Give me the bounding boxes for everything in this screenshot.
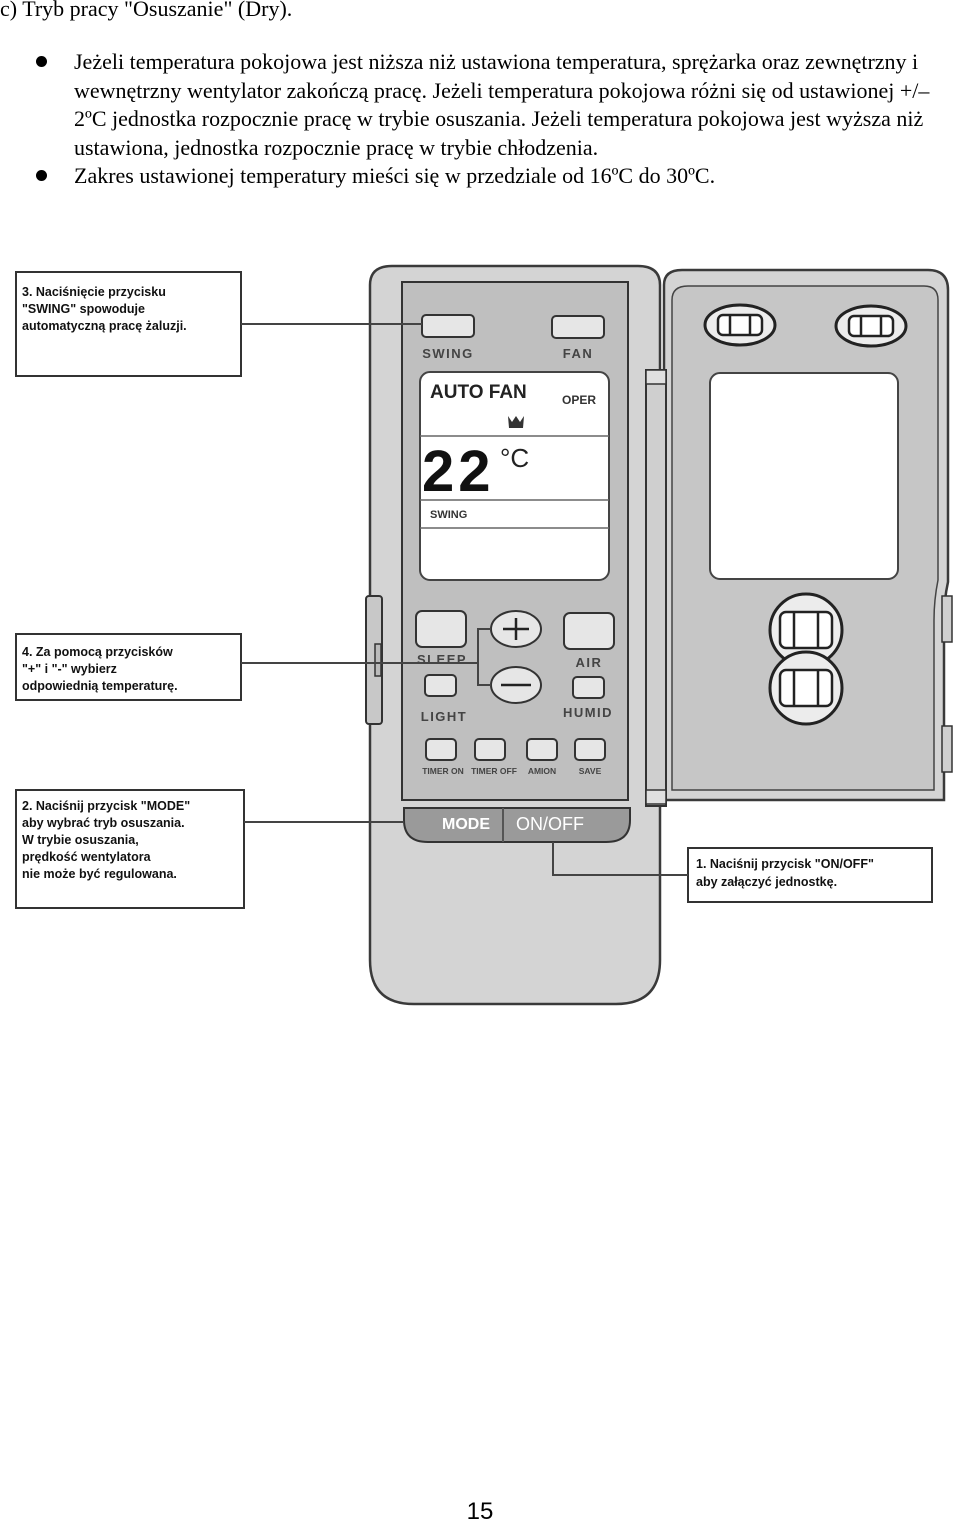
lcd-mode-text: AUTO FAN <box>430 382 527 403</box>
timer-on-label: TIMER ON <box>422 766 464 776</box>
remote-control-figure: SWING FAN AUTO FAN OPER 22 °C SWING SLEE… <box>15 264 953 1006</box>
lid-hinge-cap <box>645 369 667 385</box>
svg-text:aby wybrać tryb osuszania.: aby wybrać tryb osuszania. <box>22 816 185 830</box>
bullet-list: Jeżeli temperatura pokojowa jest niższa … <box>36 48 954 191</box>
svg-text:3. Naciśnięcie przycisku: 3. Naciśnięcie przycisku <box>22 285 166 299</box>
slot-icon <box>703 303 777 347</box>
swing-button-label: SWING <box>422 346 474 361</box>
svg-text:"SWING" spowoduje: "SWING" spowoduje <box>22 302 145 316</box>
lid-window <box>709 372 899 580</box>
lid-hinge-cap <box>645 789 667 805</box>
svg-text:ON/OFF: ON/OFF <box>516 814 584 834</box>
fan-button-label: FAN <box>563 346 594 361</box>
lcd-oper-text: OPER <box>562 393 596 407</box>
leader-line <box>477 628 491 686</box>
timer-on-button[interactable] <box>425 738 457 761</box>
air-button-label: AIR <box>576 655 603 670</box>
svg-text:1. Naciśnij przycisk "ON/OFF": 1. Naciśnij przycisk "ON/OFF" <box>696 857 874 871</box>
svg-text:nie może być regulowana.: nie może być regulowana. <box>22 867 177 881</box>
minus-button[interactable] <box>490 666 542 704</box>
svg-text:MODE: MODE <box>442 816 490 833</box>
mode-onoff-bar <box>403 807 631 843</box>
lid-clip <box>941 595 953 643</box>
timer-off-label: TIMER OFF <box>471 766 517 776</box>
sleep-button[interactable] <box>415 610 467 648</box>
svg-text:2. Naciśnij przycisk "MODE": 2. Naciśnij przycisk "MODE" <box>22 799 190 813</box>
light-button-label: LIGHT <box>421 709 468 724</box>
fan-button[interactable] <box>551 315 605 339</box>
mode-button[interactable]: MODE <box>406 810 502 840</box>
callout-step4: 4. Za pomocą przycisków "+" i "-" wybier… <box>15 633 242 701</box>
svg-text:"+" i "-" wybierz: "+" i "-" wybierz <box>22 662 117 676</box>
battery-hole-icon <box>768 592 844 668</box>
on-off-button[interactable]: ON/OFF <box>504 810 628 840</box>
callout-step2: 2. Naciśnij przycisk "MODE" aby wybrać t… <box>15 789 245 909</box>
svg-text:automatyczną pracę żaluzji.: automatyczną pracę żaluzji. <box>22 319 187 333</box>
svg-text:aby załączyć jednostkę.: aby załączyć jednostkę. <box>696 875 837 889</box>
list-item: Jeżeli temperatura pokojowa jest niższa … <box>36 48 954 162</box>
humid-button-label: HUMID <box>563 705 613 720</box>
swing-button[interactable] <box>421 314 475 338</box>
lcd-unit: °C <box>500 443 529 473</box>
lcd-swing-text: SWING <box>430 509 467 521</box>
battery-hole-icon <box>768 650 844 726</box>
svg-text:W trybie osuszania,: W trybie osuszania, <box>22 833 139 847</box>
bullet-icon <box>36 56 47 67</box>
side-tab-notch <box>374 643 382 677</box>
page-number: 15 <box>466 1498 494 1525</box>
side-tab <box>365 595 383 725</box>
crown-icon <box>508 416 524 428</box>
plus-button[interactable] <box>490 610 542 648</box>
sleep-button-label: SLEEP <box>417 652 467 667</box>
timer-off-button[interactable] <box>474 738 506 761</box>
svg-text:4. Za pomocą przycisków: 4. Za pomocą przycisków <box>22 645 173 659</box>
slot-icon <box>834 304 908 348</box>
bullet-icon <box>36 170 47 181</box>
svg-text:prędkość wentylatora: prędkość wentylatora <box>22 850 152 864</box>
lid-clip <box>941 725 953 773</box>
light-button[interactable] <box>424 674 457 697</box>
section-heading: c) Tryb pracy "Osuszanie" (Dry). <box>0 0 293 21</box>
lid-hinge <box>645 369 667 807</box>
list-item: Zakres ustawionej temperatury mieści się… <box>36 162 954 191</box>
save-button[interactable] <box>574 738 606 761</box>
svg-text:odpowiednią temperaturę.: odpowiednią temperaturę. <box>22 679 178 693</box>
save-label: SAVE <box>579 766 602 776</box>
amion-label: AMION <box>528 766 556 776</box>
callout-step1: 1. Naciśnij przycisk "ON/OFF" aby załącz… <box>687 847 933 903</box>
amion-button[interactable] <box>526 738 558 761</box>
air-button[interactable] <box>563 612 615 650</box>
leader-line <box>552 842 688 876</box>
lcd-temperature: 22 <box>422 439 495 504</box>
humid-button[interactable] <box>572 676 605 699</box>
callout-step3: 3. Naciśnięcie przycisku "SWING" spowodu… <box>15 271 242 377</box>
